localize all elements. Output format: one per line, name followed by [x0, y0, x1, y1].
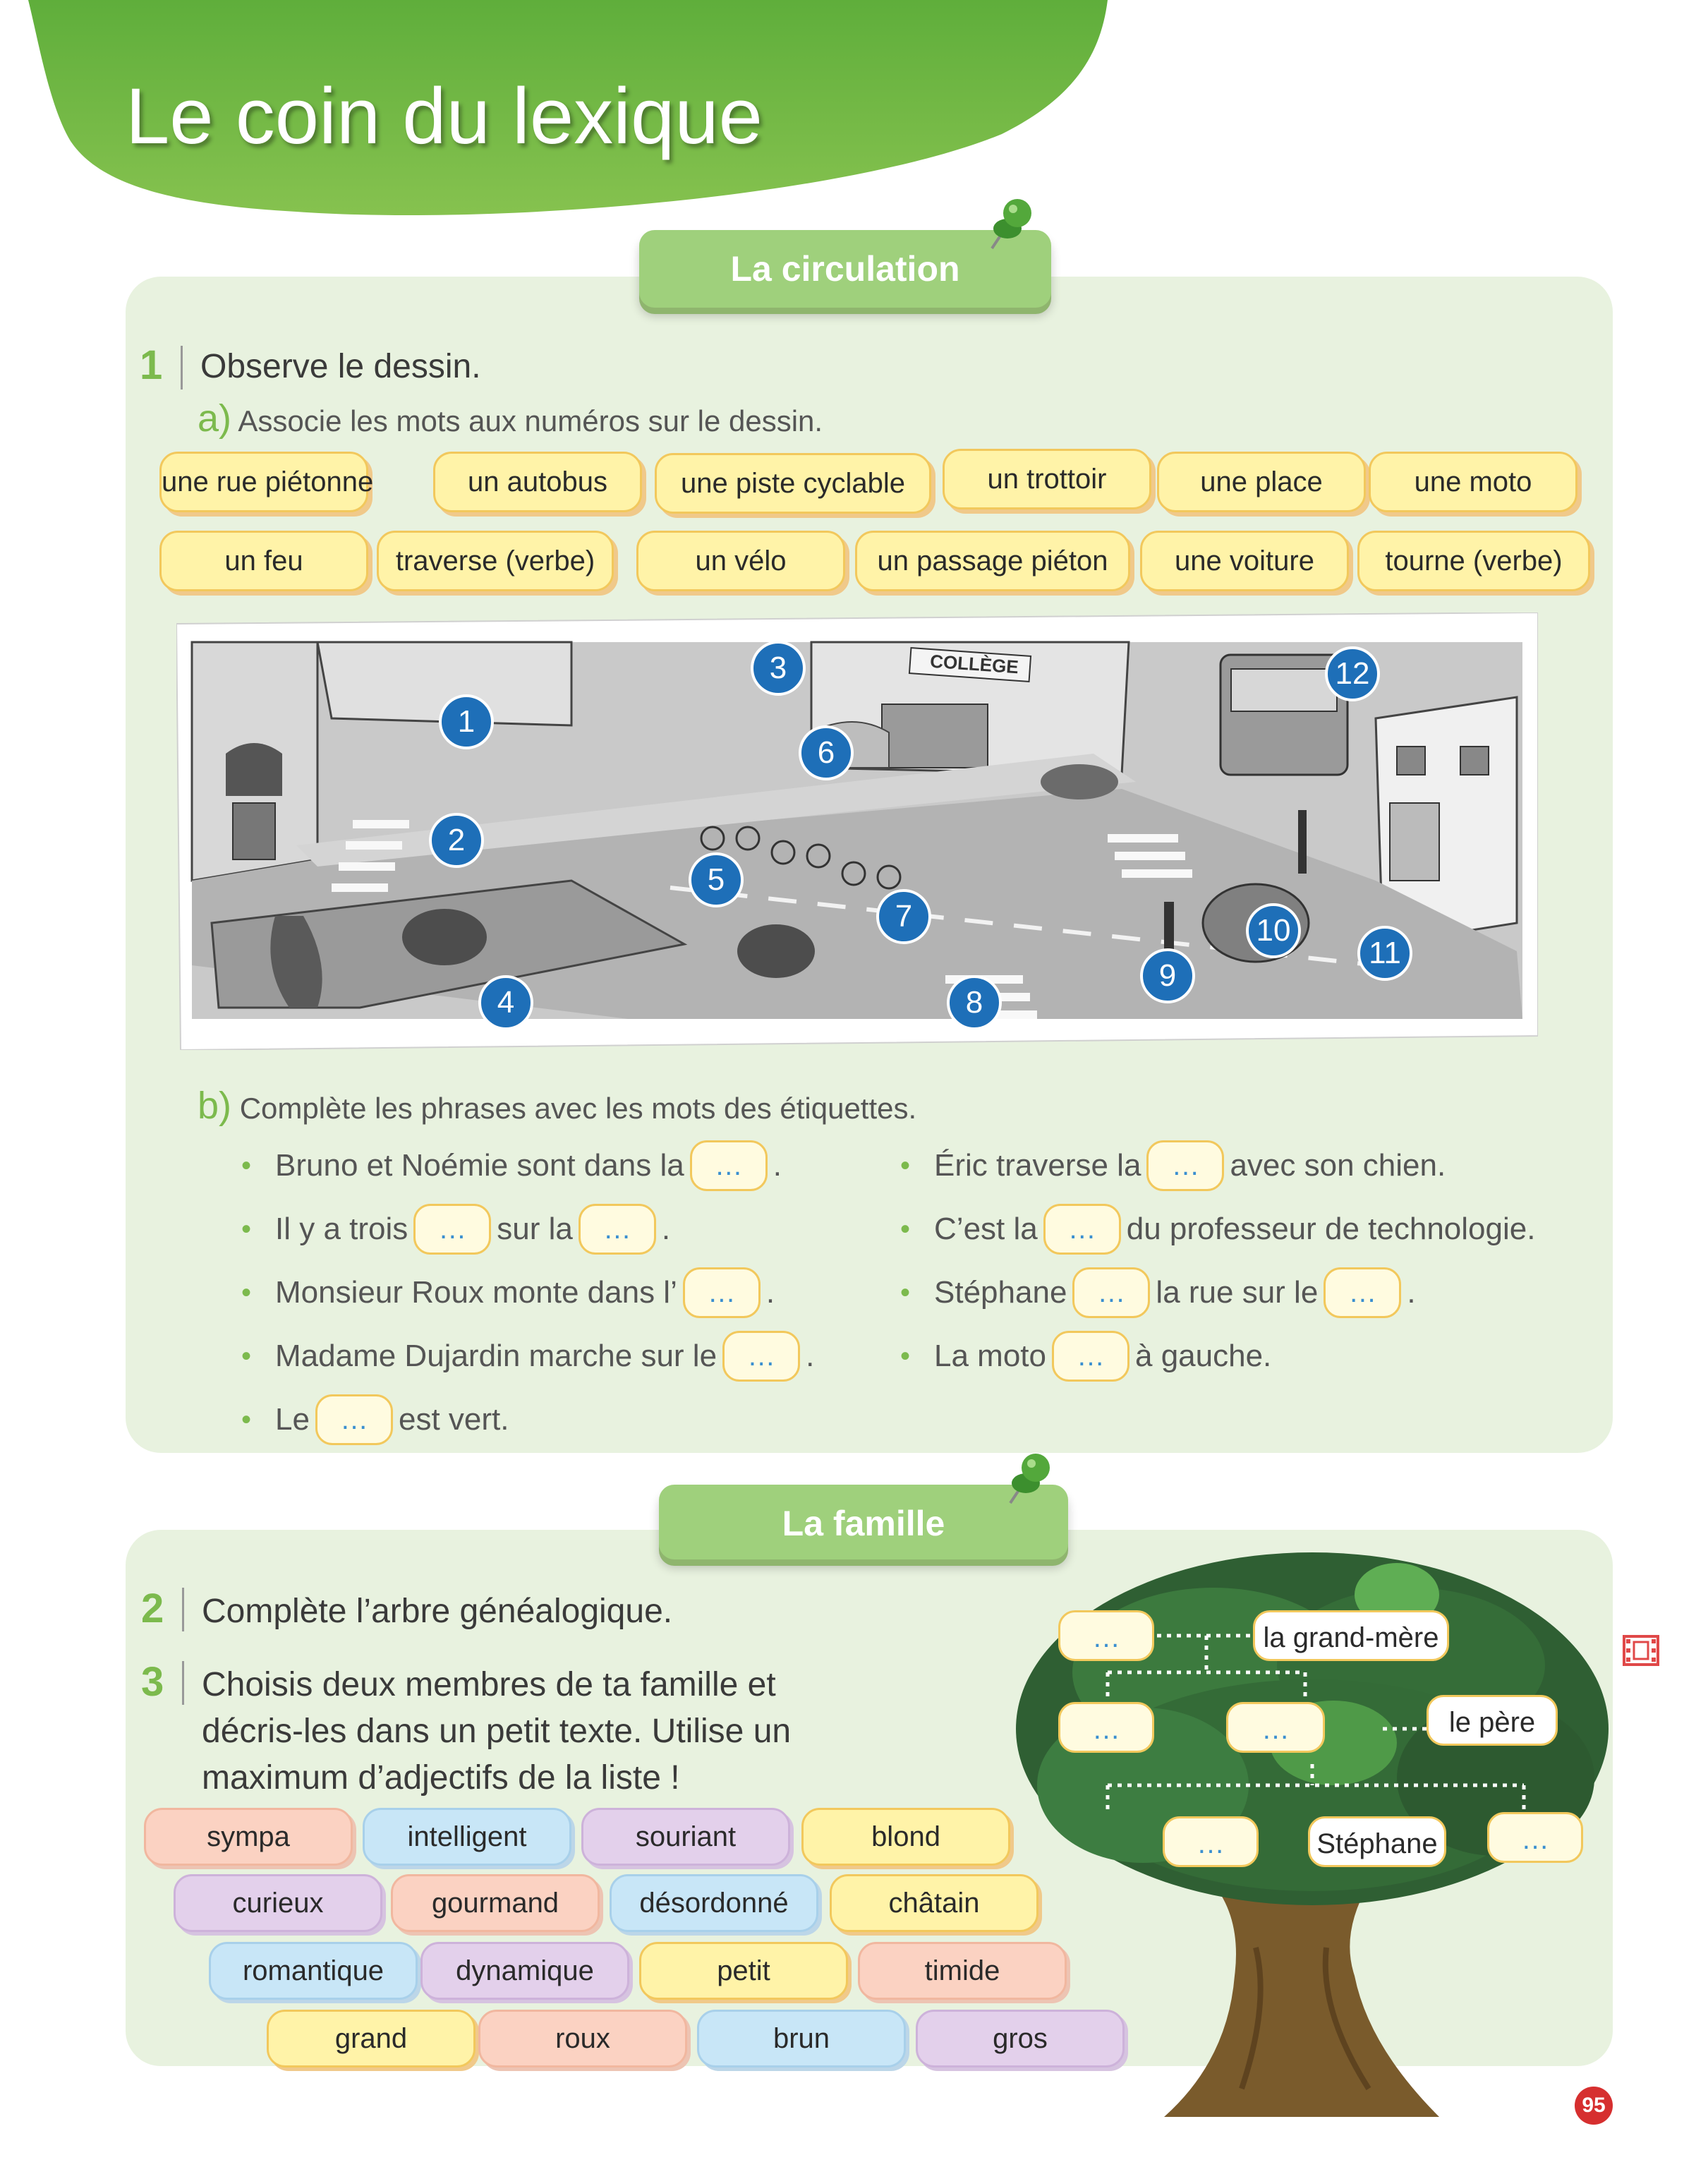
- word-label[interactable]: tourne (verbe): [1357, 531, 1590, 591]
- answer-blank[interactable]: …: [578, 1204, 656, 1255]
- adjective-label[interactable]: intelligent: [363, 1808, 571, 1866]
- word-label[interactable]: un passage piéton: [855, 531, 1130, 591]
- sentence: •C’est la…du professeur de technologie.: [900, 1201, 1535, 1257]
- word-label[interactable]: un trottoir: [943, 449, 1151, 509]
- adjective-label[interactable]: romantique: [209, 1942, 418, 2000]
- section-tab-famille: La famille: [659, 1485, 1068, 1559]
- sentence: •Éric traverse la…avec son chien.: [900, 1137, 1446, 1194]
- exercise-3-line: Choisis deux membres de ta famille et: [202, 1666, 776, 1703]
- exercise-number-1: 1: [140, 342, 163, 388]
- adjective-label[interactable]: sympa: [144, 1808, 353, 1866]
- answer-blank[interactable]: …: [413, 1204, 492, 1255]
- exercise-number-2: 2: [141, 1586, 164, 1631]
- answer-blank[interactable]: …: [1146, 1140, 1225, 1191]
- pushpin-icon: [991, 199, 1031, 250]
- sentence: •Stéphane…la rue sur le….: [900, 1264, 1416, 1321]
- tree-child: Stéphane: [1308, 1816, 1446, 1867]
- family-tree: … la grand-mère … … le père … Stéphane …: [1002, 1552, 1623, 2131]
- exercise-divider: [182, 1588, 184, 1631]
- adjective-label[interactable]: curieux: [174, 1874, 382, 1932]
- sentence: •Madame Dujardin marche sur le….: [241, 1328, 814, 1384]
- sentence: •Le…est vert.: [241, 1392, 509, 1448]
- answer-blank[interactable]: …: [689, 1140, 768, 1191]
- film-icon[interactable]: [1623, 1632, 1659, 1669]
- part-a-letter: a): [198, 397, 232, 440]
- exercise-3-line: maximum d’adjectifs de la liste !: [202, 1759, 680, 1797]
- street-illustration: COLLÈGE 1 2 3 4 5 6 7 8 9 10 11 12: [176, 612, 1538, 1050]
- number-marker: 3: [751, 641, 806, 696]
- adjective-label[interactable]: petit: [639, 1942, 848, 2000]
- tree-blank[interactable]: …: [1487, 1812, 1583, 1863]
- sentence: •Monsieur Roux monte dans l’….: [241, 1264, 775, 1321]
- answer-blank[interactable]: …: [1072, 1267, 1151, 1318]
- number-marker: 1: [439, 694, 494, 749]
- part-a-text: Associe les mots aux numéros sur le dess…: [238, 404, 823, 437]
- number-marker: 6: [799, 725, 854, 780]
- tree-blank[interactable]: …: [1058, 1702, 1154, 1753]
- adjective-label[interactable]: gros: [916, 2010, 1125, 2068]
- answer-blank[interactable]: …: [315, 1394, 393, 1445]
- number-marker: 9: [1140, 948, 1195, 1003]
- header-banner: Le coin du lexique: [0, 0, 1129, 226]
- pushpin-icon: [1009, 1454, 1050, 1504]
- part-b-instruction: b) Complète les phrases avec les mots de…: [198, 1084, 916, 1128]
- word-label[interactable]: une rue piétonne: [159, 452, 373, 512]
- tree-father: le père: [1427, 1695, 1558, 1746]
- page-title: Le coin du lexique: [126, 72, 763, 160]
- adjective-label[interactable]: timide: [858, 1942, 1067, 2000]
- exercise-number-3: 3: [141, 1659, 164, 1705]
- number-marker: 7: [876, 889, 931, 944]
- adjective-label[interactable]: blond: [801, 1808, 1010, 1866]
- adjective-label[interactable]: brun: [697, 2010, 906, 2068]
- answer-blank[interactable]: …: [1324, 1267, 1402, 1318]
- exercise-divider: [181, 346, 183, 390]
- part-b-text: Complète les phrases avec les mots des é…: [239, 1092, 917, 1125]
- sentence: •Bruno et Noémie sont dans la….: [241, 1137, 782, 1194]
- part-a-instruction: a) Associe les mots aux numéros sur le d…: [198, 397, 823, 440]
- sentence: •Il y a trois…sur la….: [241, 1201, 670, 1257]
- word-label[interactable]: un autobus: [433, 452, 642, 512]
- word-label[interactable]: une moto: [1369, 452, 1577, 512]
- word-label[interactable]: une place: [1157, 452, 1366, 512]
- adjective-label[interactable]: souriant: [581, 1808, 790, 1866]
- word-label[interactable]: une voiture: [1140, 531, 1349, 591]
- adjective-label[interactable]: dynamique: [420, 1942, 629, 2000]
- answer-blank[interactable]: …: [1052, 1331, 1129, 1382]
- answer-blank[interactable]: …: [682, 1267, 761, 1318]
- word-label[interactable]: traverse (verbe): [377, 531, 614, 591]
- answer-blank[interactable]: …: [1043, 1204, 1121, 1255]
- adjective-label[interactable]: gourmand: [391, 1874, 600, 1932]
- exercise-2-text: Complète l’arbre généalogique.: [202, 1593, 673, 1630]
- number-marker: 11: [1357, 926, 1412, 981]
- number-marker: 8: [947, 975, 1002, 1030]
- number-marker: 4: [478, 975, 533, 1030]
- number-marker: 5: [689, 852, 744, 907]
- word-label[interactable]: un vélo: [636, 531, 845, 591]
- exercise-divider: [182, 1661, 184, 1705]
- word-label[interactable]: une piste cyclable: [655, 453, 931, 514]
- adjective-label[interactable]: châtain: [830, 1874, 1038, 1932]
- number-marker: 2: [429, 813, 484, 868]
- adjective-label[interactable]: désordonné: [610, 1874, 818, 1932]
- number-marker: 12: [1325, 646, 1380, 701]
- section-tab-circulation: La circulation: [639, 230, 1051, 308]
- tree-blank[interactable]: …: [1226, 1702, 1325, 1753]
- page-number: 95: [1575, 2087, 1613, 2125]
- tree-blank[interactable]: …: [1163, 1816, 1259, 1867]
- part-b-letter: b): [198, 1085, 232, 1127]
- answer-blank[interactable]: …: [722, 1331, 801, 1382]
- word-label[interactable]: un feu: [159, 531, 368, 591]
- sentence: •La moto…à gauche.: [900, 1328, 1271, 1384]
- adjective-label[interactable]: roux: [478, 2010, 687, 2068]
- exercise-1-instruction: Observe le dessin.: [200, 348, 481, 385]
- tree-grandmother: la grand-mère: [1253, 1610, 1449, 1661]
- tree-blank[interactable]: …: [1058, 1610, 1154, 1661]
- adjective-label[interactable]: grand: [267, 2010, 476, 2068]
- exercise-3-line: décris-les dans un petit texte. Utilise …: [202, 1713, 792, 1750]
- number-marker: 10: [1246, 903, 1301, 958]
